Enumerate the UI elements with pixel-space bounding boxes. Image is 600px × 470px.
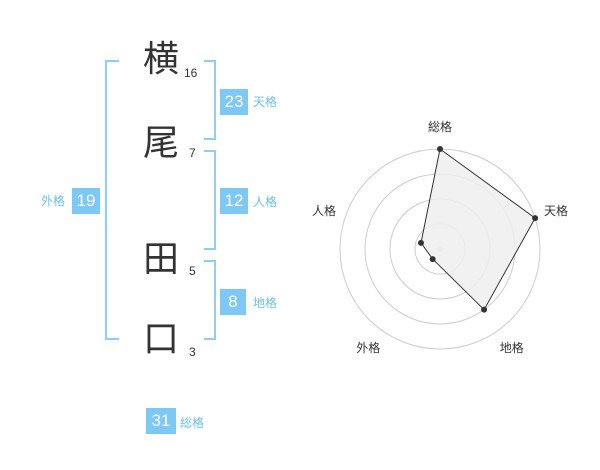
jinkaku-value: 12 (220, 188, 248, 214)
name-char-2: 尾 (143, 123, 180, 164)
soukaku-label: 総格 (180, 416, 205, 430)
name-char-2-strokes: 7 (189, 146, 196, 160)
radar-axis-label-3: 地格 (499, 340, 524, 355)
gaikaku-bracket (105, 60, 119, 340)
jinkaku-label: 人格 (253, 195, 278, 209)
radar-point-2 (532, 215, 539, 222)
gaikaku-value: 19 (72, 188, 100, 214)
name-char-3-strokes: 5 (189, 264, 196, 278)
radar-area (420, 148, 536, 311)
radar-point-5 (417, 239, 424, 246)
chikaku-value: 8 (220, 289, 246, 315)
gaikaku-label: 外格 (41, 194, 66, 208)
tenkaku-bracket (204, 60, 216, 140)
soukaku-value: 31 (146, 408, 176, 434)
name-char-1: 横 (143, 39, 180, 80)
jinkaku-bracket (204, 150, 216, 250)
chikaku-bracket (204, 260, 216, 340)
tenkaku-label: 天格 (253, 95, 278, 109)
name-char-1-strokes: 16 (184, 66, 198, 80)
radar-axis-label-4: 外格 (356, 340, 381, 355)
radar-axis-label-2: 天格 (544, 204, 569, 219)
name-char-4: 口 (143, 319, 180, 360)
name-char-4-strokes: 3 (189, 345, 196, 359)
radar-point-1 (437, 146, 443, 152)
chikaku-label: 地格 (253, 296, 278, 310)
name-char-3: 田 (143, 239, 180, 280)
tenkaku-value: 23 (220, 89, 248, 115)
radar-point-3 (481, 306, 488, 313)
radar-point-4 (429, 256, 436, 263)
radar-axis-label-5: 人格 (311, 204, 336, 219)
radar-axis-label-1: 総格 (427, 120, 453, 134)
